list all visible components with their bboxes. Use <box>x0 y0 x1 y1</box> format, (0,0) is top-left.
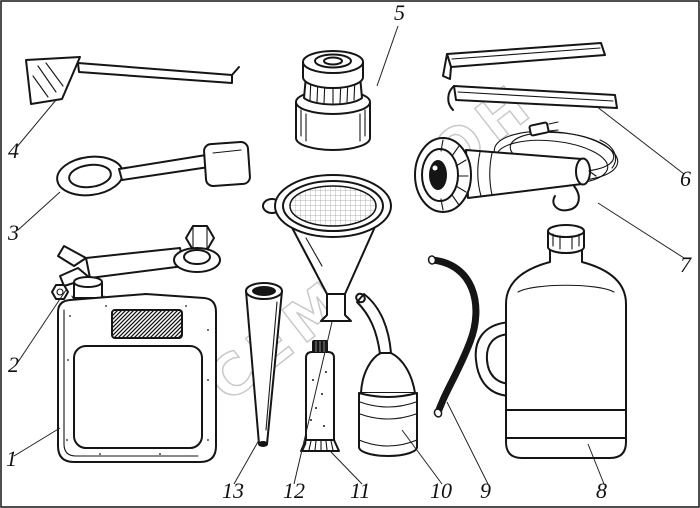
wrench-drawing <box>51 225 221 300</box>
filler-cap-drawing <box>295 50 371 151</box>
strainer-mesh <box>289 185 377 227</box>
leader-lines <box>13 25 685 485</box>
callout-label-12: 12 <box>283 478 305 503</box>
callout-label-9: 9 <box>480 478 491 503</box>
leader-line-7 <box>597 202 685 259</box>
callout-labels: 1 2 3 4 5 6 7 8 9 10 11 12 13 <box>6 0 692 503</box>
stipple-dots <box>66 305 209 455</box>
leader-line-11 <box>330 451 363 485</box>
leader-line-1 <box>13 427 61 457</box>
angle-strips-drawing <box>442 42 618 111</box>
ring-key-drawing <box>56 140 251 197</box>
callout-label-2: 2 <box>8 352 19 377</box>
handle-recess <box>111 309 183 339</box>
leader-line-9 <box>446 401 489 485</box>
callout-label-7: 7 <box>680 252 692 277</box>
callout-label-5: 5 <box>394 0 405 25</box>
measuring-tube-drawing <box>245 282 283 447</box>
callout-label-13: 13 <box>222 478 244 503</box>
callout-label-1: 1 <box>6 446 17 471</box>
grease-tube-drawing <box>300 340 340 452</box>
leader-line-2 <box>17 289 67 363</box>
plug <box>528 121 550 137</box>
hanging-hook <box>552 185 580 212</box>
oiler-spout <box>356 293 392 355</box>
callout-label-8: 8 <box>596 478 607 503</box>
oiler-drawing <box>355 292 418 457</box>
leader-line-10 <box>401 429 443 485</box>
canister-drawing <box>57 276 217 463</box>
oil-bottle-drawing <box>474 224 627 459</box>
callout-label-3: 3 <box>7 220 19 245</box>
callout-label-11: 11 <box>350 478 370 503</box>
callout-label-4: 4 <box>8 138 19 163</box>
inspection-lamp-drawing <box>414 121 619 213</box>
leader-line-3 <box>17 191 61 231</box>
leader-line-5 <box>376 25 399 87</box>
leader-line-4 <box>15 99 57 149</box>
callout-label-6: 6 <box>680 166 691 191</box>
leader-line-8 <box>587 443 605 485</box>
leader-line-13 <box>233 439 260 485</box>
leader-line-12 <box>293 321 333 485</box>
leader-line-6 <box>595 105 685 175</box>
funnel-strainer-drawing <box>262 174 392 322</box>
callout-label-10: 10 <box>430 478 452 503</box>
scraper-drawing <box>25 56 240 105</box>
rubber-hose-drawing <box>427 255 480 418</box>
